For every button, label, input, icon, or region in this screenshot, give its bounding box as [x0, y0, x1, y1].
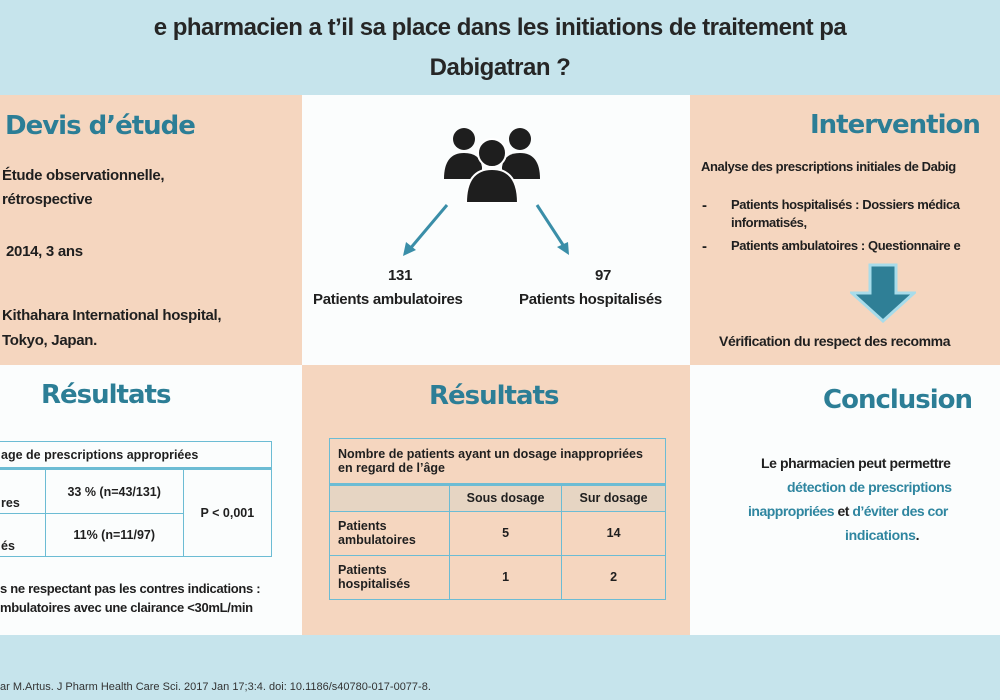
ambulatory-count: 131	[388, 267, 413, 284]
bullet-hospital-cont: informatisés,	[731, 215, 807, 230]
poster-title: e pharmacien a t’il sa place dans les in…	[0, 8, 1000, 88]
note-line1: s ne respectant pas les contres indicati…	[0, 581, 261, 596]
devis-item: Kithahara International hospital,	[2, 307, 222, 324]
conclusion-period: .	[915, 527, 920, 543]
ambulatory-label: Patients ambulatoires	[313, 291, 463, 308]
intervention-heading: Intervention	[810, 110, 981, 140]
devis-item: rétrospective	[2, 191, 93, 208]
row-label: Patients hospitalisés	[329, 554, 450, 601]
intervention-intro: Analyse des prescriptions initiales de D…	[701, 159, 956, 174]
hospital-count: 97	[595, 267, 612, 284]
bullet-dash: -	[702, 238, 707, 255]
column-header: Sous dosage	[448, 483, 563, 512]
conclusion-line1: Le pharmacien peut permettre	[761, 455, 951, 471]
conclusion-line4: indications	[845, 527, 916, 543]
split-arrows-icon	[403, 204, 569, 256]
conclusion-heading: Conclusion	[823, 385, 973, 415]
bullet-dash: -	[702, 197, 707, 214]
people-group-icon	[444, 128, 540, 203]
conclusion-panel: Conclusion Le pharmacien peut permettre …	[690, 365, 1000, 635]
row-label: res	[0, 467, 46, 515]
devis-item: Étude observationnelle,	[2, 167, 165, 184]
row-label: és	[0, 513, 46, 557]
conclusion-line3c: d’éviter des cor	[852, 503, 948, 519]
verification-text: Vérification du respect des recomma	[719, 333, 951, 349]
results1-heading: Résultats	[41, 380, 171, 410]
note-line2: mbulatoires avec une clairance <30mL/min	[0, 600, 253, 615]
row-value: 33 % (n=43/131)	[44, 467, 184, 515]
conclusion-line2: détection de prescriptions	[787, 479, 952, 495]
cell-value: 5	[448, 510, 563, 556]
citation: ar M.Artus. J Pharm Health Care Sci. 201…	[0, 681, 431, 693]
devis-item: Tokyo, Japan.	[2, 332, 98, 349]
results2-heading: Résultats	[429, 381, 559, 411]
cell-value: 2	[561, 554, 666, 601]
table-title: Nombre de patients ayant un dosage inapp…	[329, 438, 666, 486]
intervention-panel: Intervention Analyse des prescriptions i…	[690, 95, 1000, 365]
population-panel: 131 Patients ambulatoires 97 Patients ho…	[302, 95, 690, 365]
inappropriate-dosage-table: Nombre de patients ayant un dosage inapp…	[329, 438, 666, 601]
row-value: 11% (n=11/97)	[44, 513, 184, 557]
column-header: Sur dosage	[561, 483, 666, 512]
cell-value: 1	[448, 554, 563, 601]
devis-heading: Devis d’étude	[5, 111, 196, 141]
devis-item: 2014, 3 ans	[6, 243, 83, 260]
results-panel-2: Résultats Nombre de patients ayant un do…	[302, 365, 690, 635]
conclusion-line3b: et	[834, 503, 853, 519]
bullet-ambulatory: Patients ambulatoires : Questionnaire e	[731, 238, 961, 253]
poster-title-line1: e pharmacien a t’il sa place dans les in…	[153, 14, 847, 41]
bullet-hospital: Patients hospitalisés : Dossiers médica	[731, 197, 960, 212]
study-design-panel: Devis d’étude Étude observationnelle, ré…	[0, 95, 302, 365]
p-value: P < 0,001	[182, 468, 273, 557]
conclusion-line3a: inappropriées	[748, 503, 835, 519]
hospital-label: Patients hospitalisés	[519, 291, 662, 308]
row-label: Patients ambulatoires	[329, 510, 450, 556]
table-title: age de prescriptions appropriées	[0, 441, 272, 470]
poster-title-line2: Dabigatran ?	[429, 54, 571, 81]
down-arrow-icon	[850, 263, 916, 323]
results-panel-1: Résultats age de prescriptions approprié…	[0, 365, 302, 635]
cell-value: 14	[561, 510, 666, 556]
